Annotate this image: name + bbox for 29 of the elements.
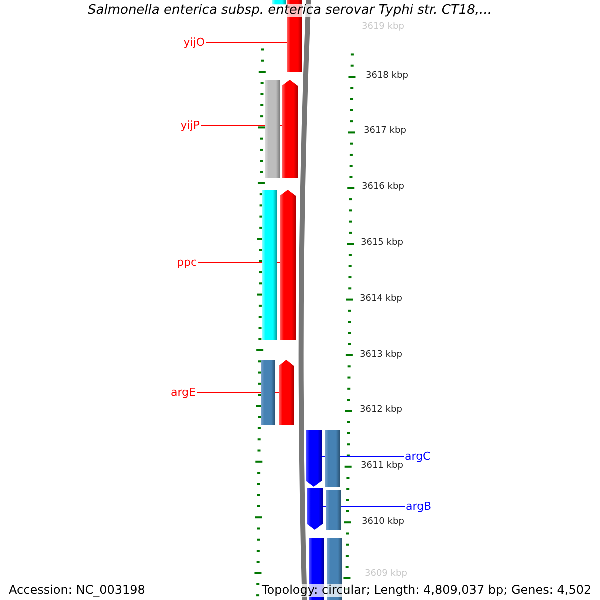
gene-label: ppc bbox=[176, 256, 197, 269]
scale-label: 3614 kbp bbox=[360, 294, 402, 305]
gene-label: argB bbox=[406, 500, 432, 513]
gene-feature bbox=[265, 80, 280, 178]
gene-feature bbox=[280, 190, 296, 340]
gene-label: yijP bbox=[180, 119, 200, 132]
gene-feature bbox=[306, 430, 322, 487]
scale-label: 3612 kbp bbox=[360, 405, 402, 416]
map-info-text: Topology: circular; Length: 4,809,037 bp; Genes: 4,502 bbox=[262, 584, 592, 597]
gene-feature bbox=[261, 360, 275, 425]
scale-label: 3618 kbp bbox=[366, 71, 408, 82]
leader-line bbox=[206, 42, 288, 43]
gene-feature bbox=[326, 490, 341, 530]
gene-feature bbox=[262, 190, 277, 340]
scale-label: 3613 kbp bbox=[360, 350, 402, 361]
scale-label: 3615 kbp bbox=[361, 238, 404, 249]
gene-feature bbox=[325, 430, 340, 487]
gene-label: yijO bbox=[184, 36, 205, 49]
scale-label: 3611 kbp bbox=[361, 461, 404, 472]
gene-feature bbox=[307, 488, 323, 530]
gene-feature bbox=[279, 360, 294, 425]
scale-label: 3610 kbp bbox=[362, 517, 404, 528]
scale-label: 3616 kbp bbox=[362, 182, 404, 193]
gene-feature bbox=[282, 80, 298, 178]
accession-text: Accession: NC_003198 bbox=[9, 584, 146, 597]
scale-label: 3617 kbp bbox=[364, 126, 406, 137]
map-title: Salmonella enterica subsp. enterica serovar Typhi str. CT18,... bbox=[88, 4, 492, 17]
gene-label: argE bbox=[170, 386, 196, 399]
gene-label: argC bbox=[405, 450, 431, 463]
